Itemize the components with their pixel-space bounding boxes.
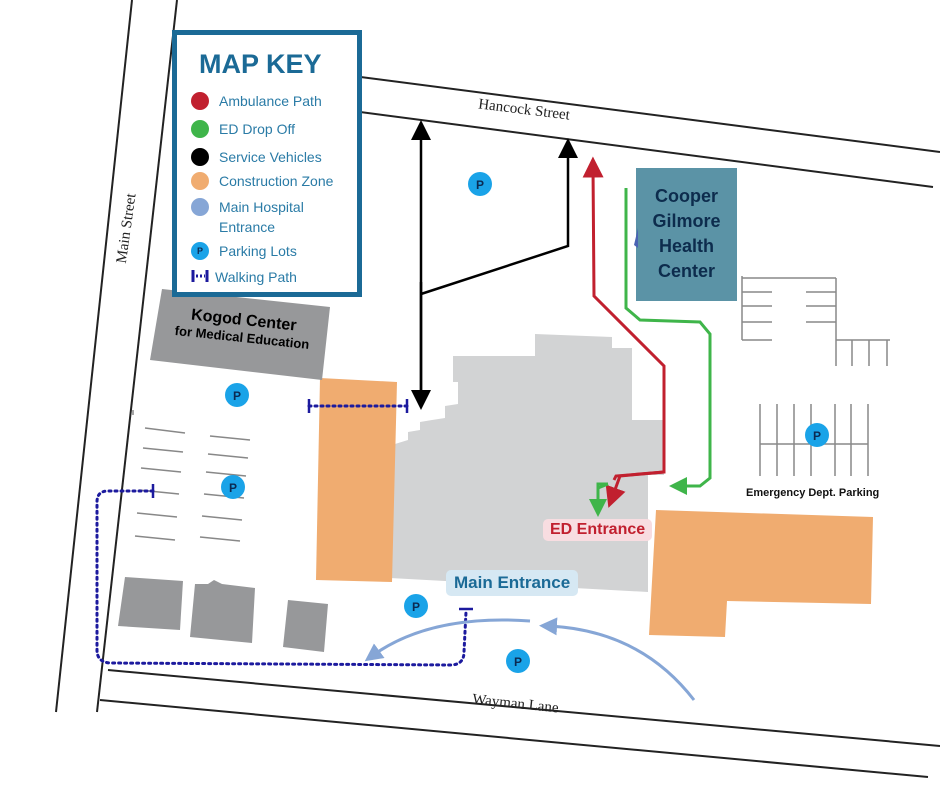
- legend-label: Main Hospital Entrance: [219, 199, 304, 235]
- main-entrance-label[interactable]: Main Entrance: [446, 570, 579, 596]
- parking-icons: P P P P P P: [221, 172, 829, 673]
- ed-entrance-label[interactable]: ED Entrance: [543, 519, 653, 541]
- ambulance-swatch-icon: [191, 92, 209, 110]
- map-key-title: MAP KEY: [199, 49, 322, 79]
- svg-text:P: P: [476, 178, 484, 192]
- construction-zone-east: [649, 510, 873, 637]
- walking-path-endcaps: [151, 399, 473, 611]
- service-swatch-icon: [191, 148, 209, 166]
- legend-label: Parking Lots: [219, 243, 297, 259]
- legend-label: Ambulance Path: [219, 93, 322, 109]
- kogod-center-building: [150, 289, 330, 380]
- parking-icon[interactable]: P: [225, 383, 249, 407]
- cooper-gilmore-edge: [634, 228, 638, 248]
- legend-label: ED Drop Off: [219, 121, 295, 137]
- street-lines: [55, 0, 940, 778]
- svg-text:P: P: [813, 429, 821, 443]
- svg-text:P: P: [514, 655, 522, 669]
- cooper-gilmore-label: Cooper Gilmore Health Center: [636, 184, 737, 284]
- ed-dropoff-swatch-icon: [191, 120, 209, 138]
- legend-item-ed-dropoff: ED Drop Off: [191, 119, 295, 139]
- parking-icon[interactable]: P: [221, 475, 245, 499]
- cooper-line-4: Center: [657, 261, 715, 281]
- cooper-line-3: Health: [658, 236, 714, 256]
- hospital-building: [390, 334, 664, 592]
- ambulance-path: [582, 156, 666, 508]
- parking-stripes: [132, 276, 890, 542]
- legend-label: Construction Zone: [219, 173, 334, 189]
- legend-item-service: Service Vehicles: [191, 147, 322, 167]
- svg-text:P: P: [229, 481, 237, 495]
- legend-label: Service Vehicles: [219, 149, 322, 165]
- legend-item-parking: P Parking Lots: [191, 241, 297, 261]
- ed-parking-label: Emergency Dept. Parking: [746, 487, 880, 499]
- parking-swatch-icon: P: [191, 242, 209, 260]
- cooper-line-2: Gilmore: [652, 211, 721, 231]
- main-entrance-swatch-icon: [191, 198, 209, 216]
- cooper-gilmore-building: [636, 168, 737, 301]
- svg-text:P: P: [412, 600, 420, 614]
- parking-icon[interactable]: P: [506, 649, 530, 673]
- legend-item-ambulance: Ambulance Path: [191, 91, 322, 111]
- main-entrance-path: [364, 617, 696, 701]
- service-vehicles-path: [411, 120, 578, 410]
- construction-swatch-icon: [191, 172, 209, 190]
- legend-label: Walking Path: [215, 269, 297, 285]
- legend-item-main-entrance: Main Hospital Entrance: [191, 197, 311, 237]
- construction-zone-west: [316, 378, 397, 582]
- parking-icon[interactable]: P: [468, 172, 492, 196]
- legend-item-walking: Walking Path: [191, 267, 297, 287]
- svg-text:P: P: [233, 389, 241, 403]
- legend-item-construction: Construction Zone: [191, 171, 333, 191]
- ed-dropoff-path: [589, 188, 712, 517]
- walking-paths: [95, 404, 468, 667]
- map-key: MAP KEY Ambulance Path ED Drop Off Servi…: [172, 30, 362, 297]
- parking-icon[interactable]: P: [404, 594, 428, 618]
- small-buildings: [118, 577, 328, 652]
- walking-path-swatch-icon: [191, 270, 209, 282]
- cooper-line-1: Cooper: [655, 186, 718, 206]
- parking-icon[interactable]: P: [805, 423, 829, 447]
